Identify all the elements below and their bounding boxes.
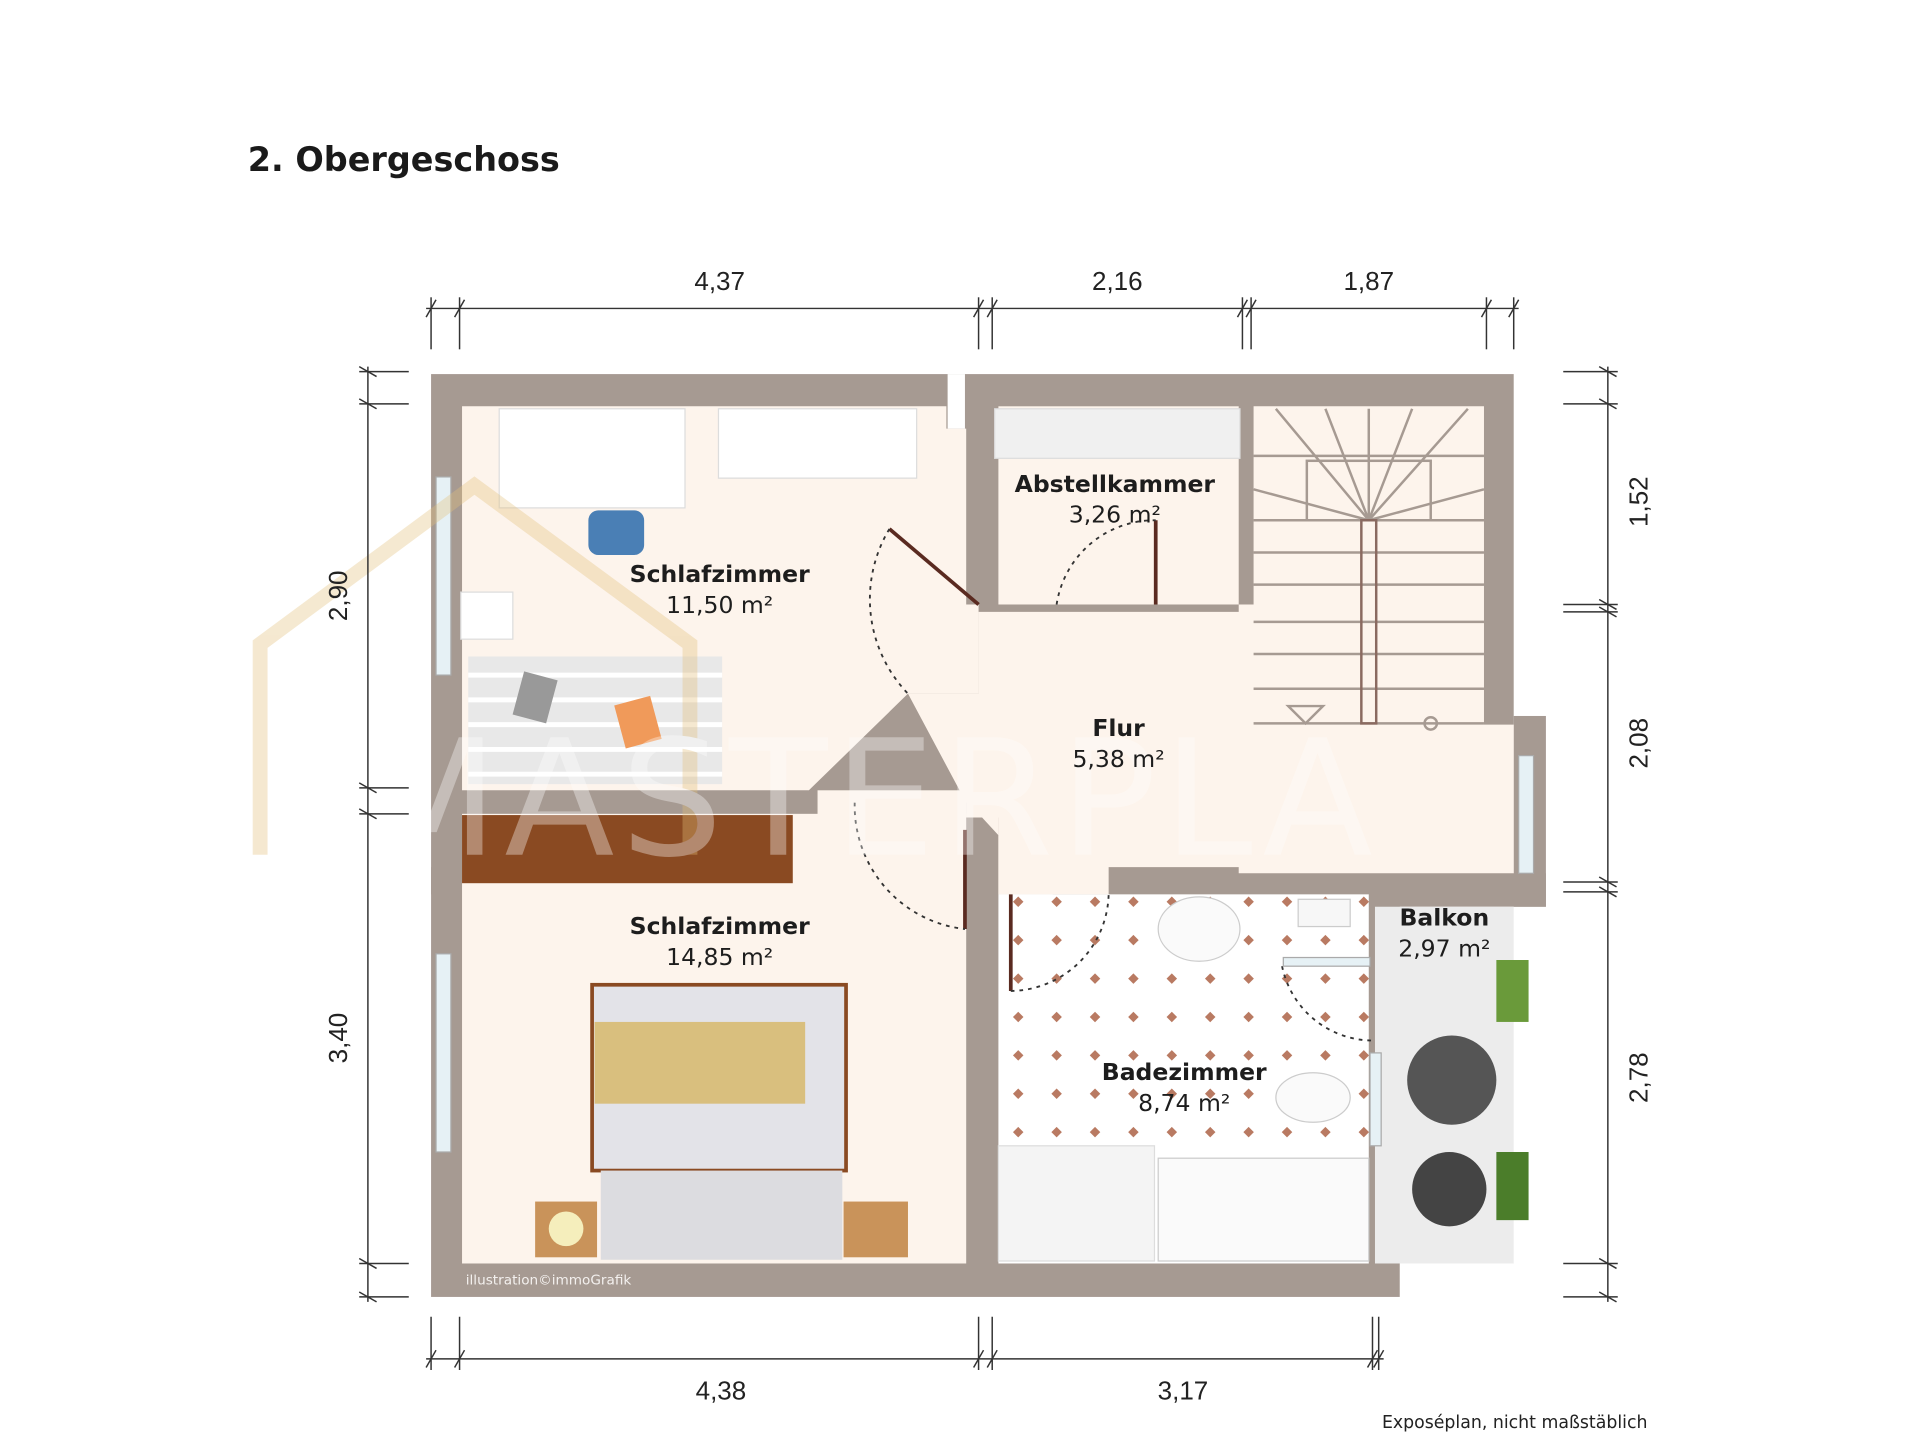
room-name: Balkon xyxy=(1399,903,1489,931)
dimension-tick xyxy=(972,299,985,318)
room-area: 2,97 m² xyxy=(1398,934,1490,962)
dimension-tick xyxy=(1236,299,1249,318)
dimension-tick xyxy=(1598,1257,1617,1270)
watermark-logo: MASTERPLA xyxy=(252,476,1379,893)
dimension-tick xyxy=(1598,366,1617,378)
room-area: 11,50 m² xyxy=(666,591,773,619)
dimension-tick xyxy=(453,1349,466,1368)
dimension-tick xyxy=(358,1291,377,1303)
dimension-tick xyxy=(425,299,437,318)
dimension-tick xyxy=(358,782,377,794)
dimension-tick xyxy=(453,299,466,318)
dimension-tick xyxy=(1366,1349,1379,1368)
dimension-tick xyxy=(1373,1349,1385,1368)
doors xyxy=(853,519,1373,1042)
dim-left-1: 2,90 xyxy=(323,571,353,622)
dimension-tick xyxy=(358,398,377,410)
dimension-tick xyxy=(1245,299,1257,318)
footnote: Exposéplan, nicht maßstäblich xyxy=(1382,1413,1648,1433)
furniture xyxy=(460,408,1529,1262)
room-area: 8,74 m² xyxy=(1138,1089,1230,1117)
dim-right-2: 2,08 xyxy=(1623,718,1653,769)
dimension-tick xyxy=(1598,886,1617,898)
room-name: Schlafzimmer xyxy=(630,560,810,588)
room-name: Abstellkammer xyxy=(1015,470,1216,498)
svg-text:MASTERPLA: MASTERPLA xyxy=(359,706,1379,893)
dim-top-2: 2,16 xyxy=(1092,266,1143,296)
room-area: 3,26 m² xyxy=(1069,501,1161,529)
room-name: Flur xyxy=(1092,714,1145,742)
dim-right-1: 1,52 xyxy=(1623,476,1653,527)
room-labels: Schlafzimmer 11,50 m² Abstellkammer 3,26… xyxy=(630,470,1491,1117)
dimension-lines xyxy=(358,297,1618,1371)
dim-top-1: 4,37 xyxy=(694,266,745,296)
staircase xyxy=(1253,407,1485,731)
dimension-tick xyxy=(358,808,377,820)
dimension-tick xyxy=(972,1349,985,1368)
dimension-tick xyxy=(425,1349,437,1368)
room-area: 14,85 m² xyxy=(666,943,773,971)
dimension-tick xyxy=(1480,299,1493,318)
dim-top-3: 1,87 xyxy=(1343,266,1394,296)
dim-bottom-2: 3,17 xyxy=(1158,1376,1209,1406)
windows xyxy=(435,374,1535,1153)
dimension-tick xyxy=(986,299,998,318)
dimension-tick xyxy=(1598,398,1617,410)
credit: illustration©immoGrafik xyxy=(466,1273,632,1289)
dimension-tick xyxy=(1598,606,1617,618)
room-name: Schlafzimmer xyxy=(630,912,810,940)
page-title: 2. Obergeschoss xyxy=(248,140,560,179)
room-area: 5,38 m² xyxy=(1072,745,1164,773)
room-name: Badezimmer xyxy=(1102,1058,1267,1086)
dimension-tick xyxy=(1598,1291,1617,1303)
dimension-tick xyxy=(358,1257,377,1270)
dimension-tick xyxy=(1598,876,1617,888)
dim-left-2: 3,40 xyxy=(323,1013,353,1064)
dimension-tick xyxy=(1598,598,1617,611)
dimension-labels: 4,37 2,16 1,87 4,38 3,17 2,90 3,40 1,52 … xyxy=(323,266,1654,1406)
dim-bottom-1: 4,38 xyxy=(696,1376,747,1406)
dimension-tick xyxy=(986,1349,998,1368)
dimension-tick xyxy=(358,366,377,378)
dim-right-3: 2,78 xyxy=(1623,1052,1653,1103)
dimension-tick xyxy=(1508,299,1520,318)
